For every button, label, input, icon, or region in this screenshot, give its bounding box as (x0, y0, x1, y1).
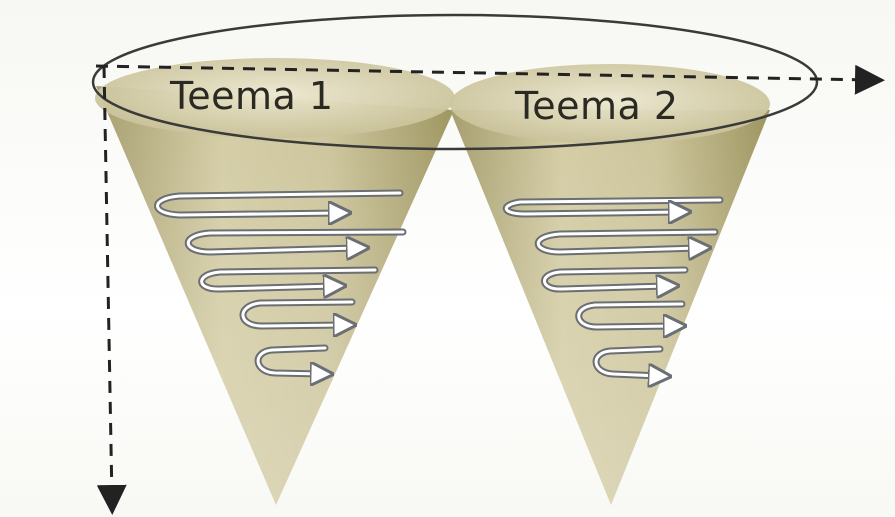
theme-2-label: Teema 2 (515, 84, 679, 128)
cone-teema-1 (95, 58, 455, 505)
vertical-dashed-arrow (104, 66, 112, 500)
theme-1-label: Teema 1 (170, 74, 334, 118)
